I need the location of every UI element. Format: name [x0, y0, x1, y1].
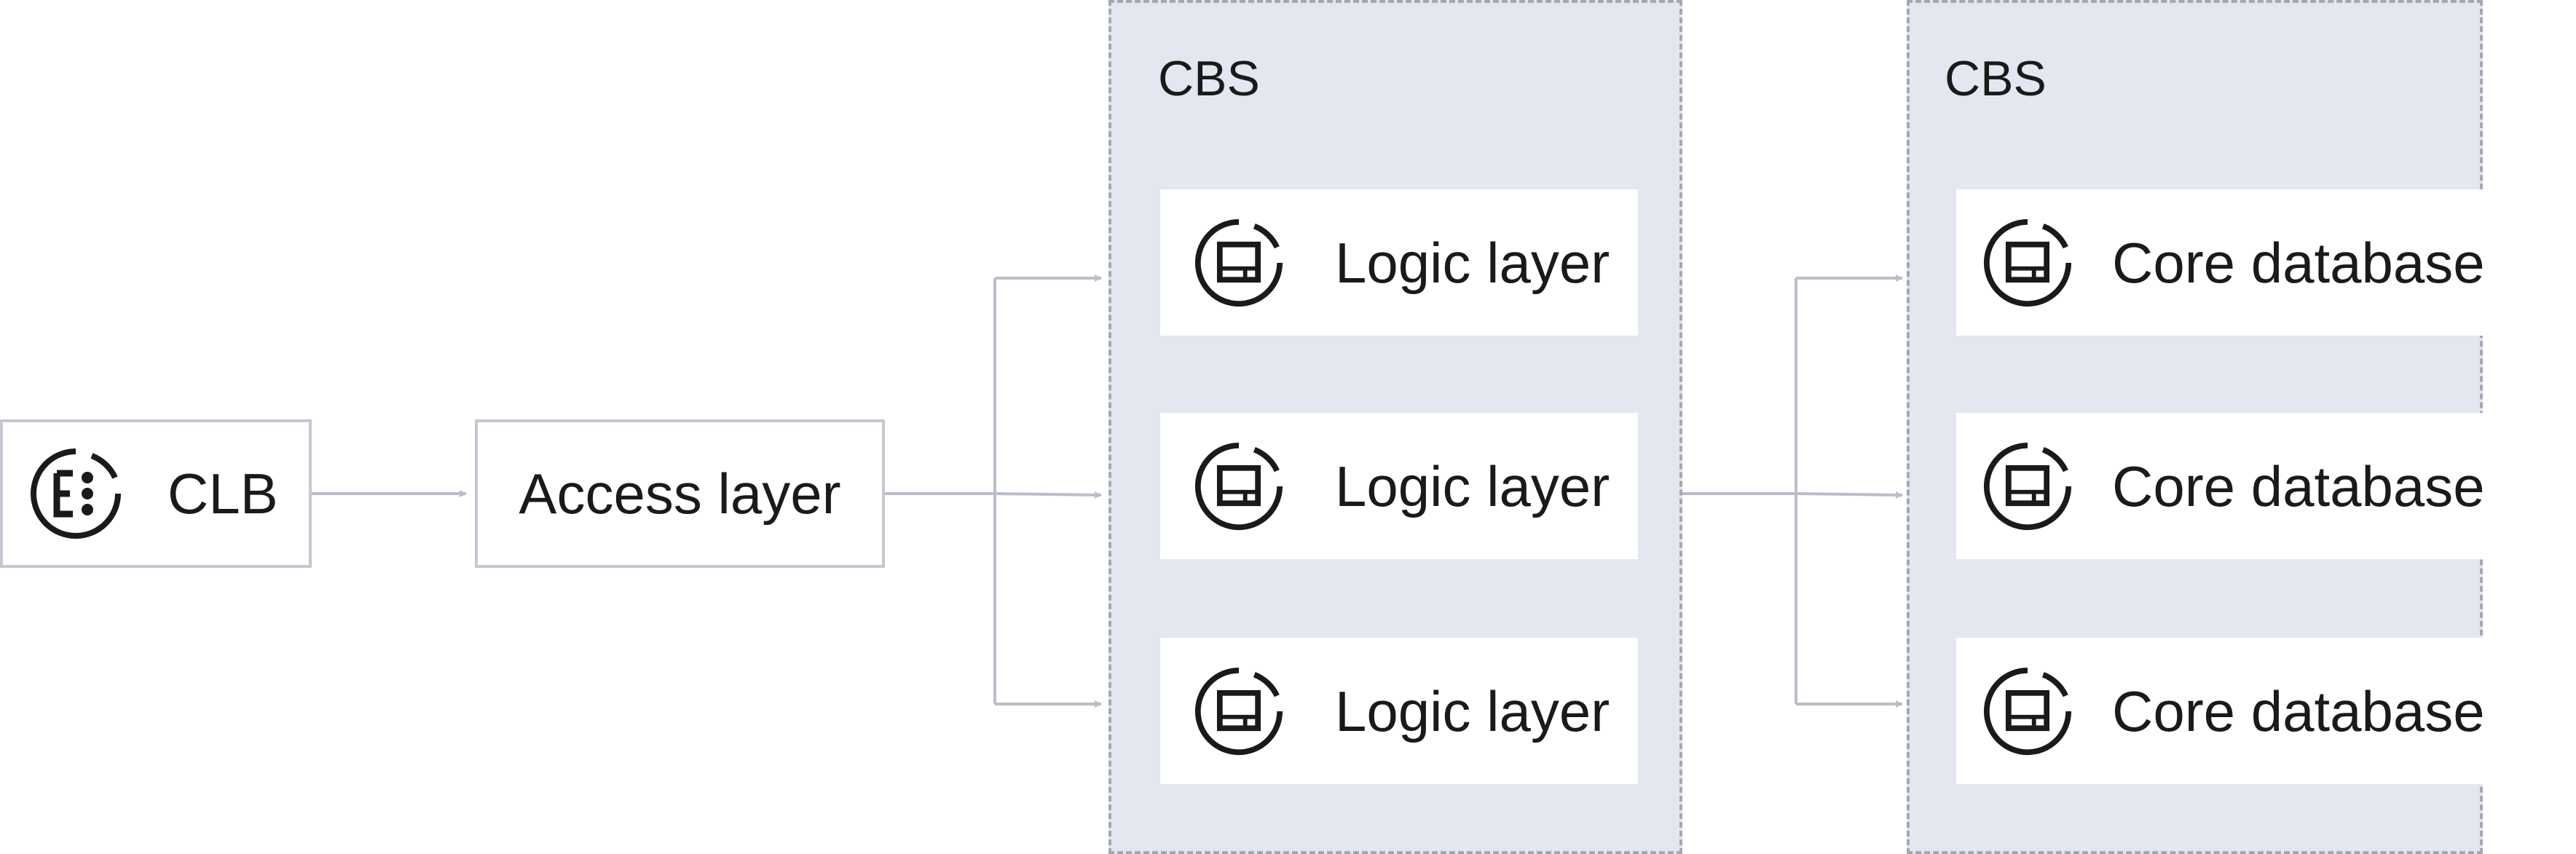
server-icon — [1194, 218, 1283, 307]
edge-logic-db-2 — [1795, 491, 1903, 499]
clb-icon — [31, 448, 121, 539]
logic-layer-label: Logic layer — [1335, 454, 1610, 518]
logic-layer-label: Logic layer — [1335, 230, 1610, 295]
edge-access-logic-2 — [994, 491, 1102, 499]
clb-node: CLB — [0, 419, 312, 568]
cbs-group-logic-label: CBS — [1158, 51, 1260, 106]
core-database-node: Core database — [1956, 189, 2521, 336]
core-database-node: Core database — [1956, 413, 2521, 559]
cbs-group-database-label: CBS — [1945, 51, 2047, 106]
logic-layer-node: Logic layer — [1160, 638, 1638, 784]
server-icon — [1194, 442, 1283, 530]
core-database-label: Core database — [2112, 679, 2485, 743]
core-database-label: Core database — [2112, 230, 2485, 295]
access-layer-node: Access layer — [475, 419, 885, 568]
server-icon — [1983, 442, 2072, 530]
core-database-label: Core database — [2112, 454, 2485, 518]
clb-label: CLB — [168, 462, 278, 526]
logic-layer-node: Logic layer — [1160, 189, 1638, 336]
core-database-node: Core database — [1956, 638, 2521, 784]
server-icon — [1983, 667, 2072, 755]
access-layer-label: Access layer — [519, 462, 841, 526]
logic-layer-label: Logic layer — [1335, 679, 1610, 743]
server-icon — [1983, 218, 2072, 307]
logic-layer-node: Logic layer — [1160, 413, 1638, 559]
server-icon — [1194, 667, 1283, 755]
